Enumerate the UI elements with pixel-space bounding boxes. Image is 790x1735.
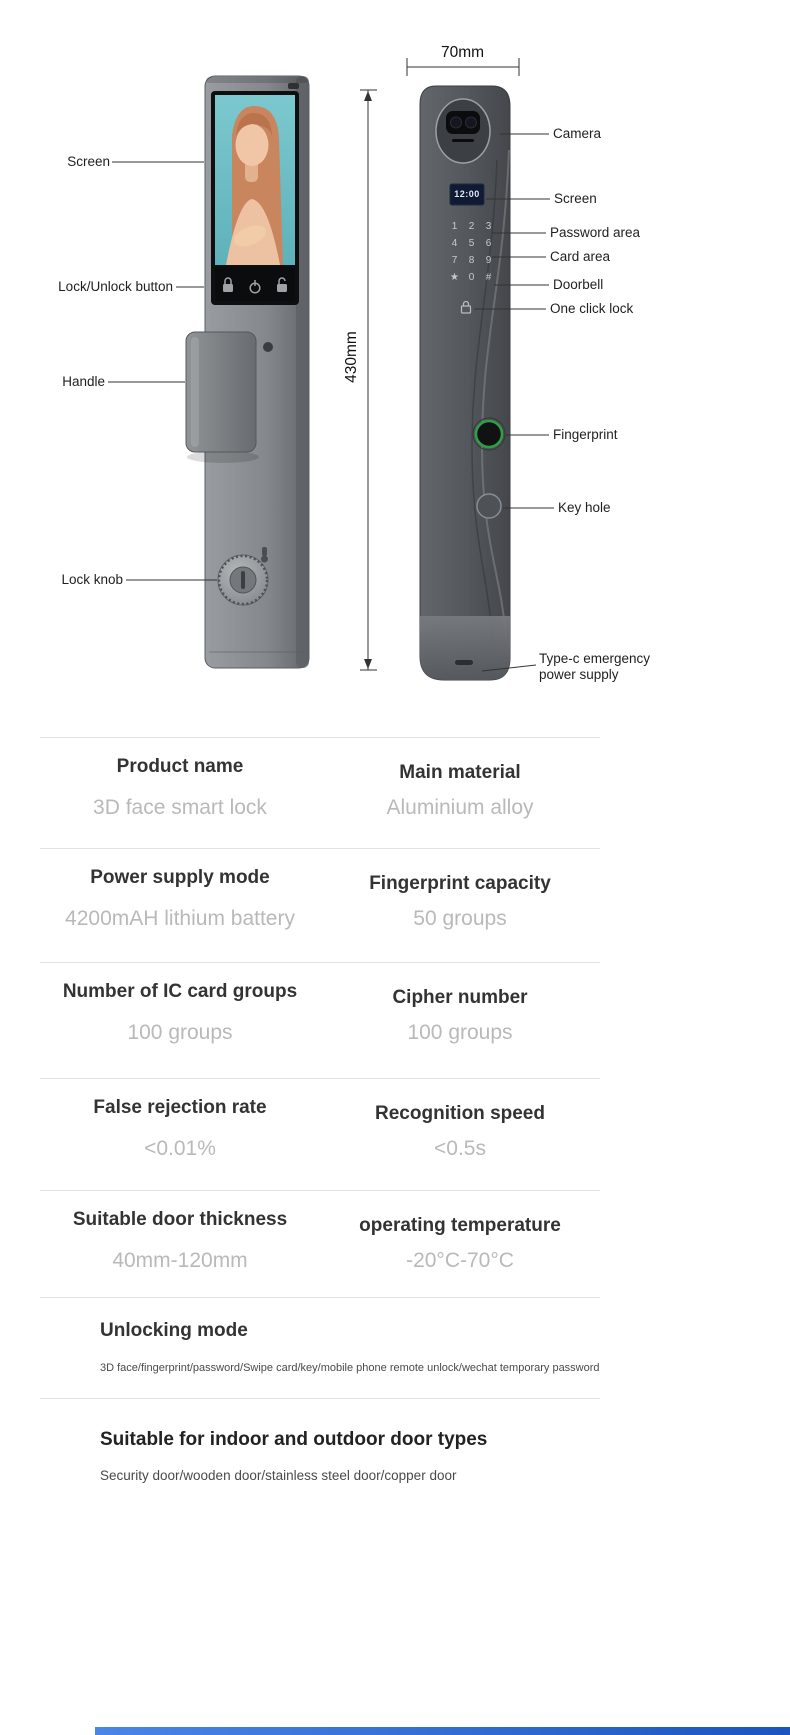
keypad-key-1: 1 [451,221,458,232]
spec-cell: Recognition speed <0.5s [320,1079,600,1190]
keypad-key-hash: # [485,272,492,283]
keypad-key-3: 3 [485,221,492,232]
callout-fingerprint: Fingerprint [553,427,618,442]
spec-row-ic-card: Number of IC card groups 100 groups Ciph… [40,962,600,1078]
callout-type-c: Type-c emergency power supply [539,651,651,682]
spec-label-door-thickness: Suitable door thickness [72,1209,288,1230]
spec-value-main-material: Aluminium alloy [386,796,534,819]
spec-label-operating-temperature: operating temperature [359,1215,561,1236]
keypad-key-8: 8 [468,255,475,266]
spec-label-main-material: Main material [399,762,521,783]
spec-value-operating-temperature: -20°C-70°C [406,1249,514,1272]
spec-label-recognition-speed: Recognition speed [375,1103,545,1124]
keypad-key-6: 6 [485,238,492,249]
spec-label-product-name: Product name [116,756,244,777]
spec-cell: Fingerprint capacity 50 groups [320,849,600,962]
lock-devices-drawing [108,58,554,681]
one-click-lock-icon [460,300,472,314]
spec-value-false-rejection: <0.01% [144,1137,216,1160]
keypad-key-4: 4 [451,238,458,249]
screen-portrait [226,106,283,265]
spec-cell: Number of IC card groups 100 groups [40,963,320,1078]
handle-shape [185,331,257,453]
callout-password-area: Password area [550,225,641,240]
spec-row-product: Product name 3D face smart lock Main mat… [40,737,600,848]
callout-lines [108,133,554,672]
spec-value-door-thickness: 40mm-120mm [112,1249,248,1272]
spec-label-cipher-number: Cipher number [392,987,528,1008]
spec-label-ic-card-groups: Number of IC card groups [62,981,298,1002]
keypad-key-5: 5 [468,238,475,249]
back-device [419,85,511,681]
callout-lock-knob: Lock knob [61,572,123,587]
spec-label-unlocking-mode: Unlocking mode [100,1320,248,1341]
lock-screen-time: 12:00 [454,189,480,199]
spec-cell: False rejection rate <0.01% [40,1079,320,1190]
callout-screen-front: Screen [67,154,110,169]
bottom-accent-bar [95,1727,790,1735]
illustration-section: 70mm 430mm Screen Lock/Unlock button Han… [0,0,790,710]
spec-label-fingerprint-capacity: Fingerprint capacity [369,873,551,894]
power-icon [249,280,261,294]
spec-value-recognition-speed: <0.5s [434,1137,486,1160]
callout-lock-unlock-button: Lock/Unlock button [58,279,173,294]
dimension-width-label: 70mm [425,44,500,62]
spec-value-ic-card-groups: 100 groups [127,1021,233,1044]
spec-cell: Cipher number 100 groups [320,963,600,1078]
spec-label-power-supply: Power supply mode [90,867,270,888]
camera-module [435,98,491,164]
spec-table: Product name 3D face smart lock Main mat… [40,737,600,1520]
keypad-key-9: 9 [485,255,492,266]
keypad-key-0: 0 [468,272,475,283]
spec-cell: Power supply mode 4200mAH lithium batter… [40,849,320,962]
unlock-icon [277,277,287,292]
keypad: 1 2 3 4 5 6 7 8 9 ★ 0 # [446,218,497,286]
spec-cell: Product name 3D face smart lock [40,738,320,848]
key-hole-shape [476,493,502,519]
callout-handle: Handle [62,374,105,389]
spec-row-rejection: False rejection rate <0.01% Recognition … [40,1078,600,1190]
callout-doorbell: Doorbell [553,277,604,292]
spec-cell: Suitable door thickness 40mm-120mm [40,1191,320,1297]
spec-value-cipher-number: 100 groups [407,1021,513,1044]
keypad-key-star: ★ [450,272,459,283]
callout-camera: Camera [553,126,602,141]
dimension-height-label: 430mm [343,331,360,383]
spec-value-unlocking-mode: 3D face/fingerprint/password/Swipe card/… [100,1362,600,1374]
callout-card-area: Card area [550,249,611,264]
callout-one-click-lock: One click lock [550,301,634,316]
front-device [185,75,310,669]
keypad-key-2: 2 [468,221,475,232]
spec-label-door-types: Suitable for indoor and outdoor door typ… [100,1429,488,1450]
spec-row-thickness: Suitable door thickness 40mm-120mm opera… [40,1190,600,1297]
type-c-port-shape [455,660,473,665]
spec-row-unlocking-mode: Unlocking mode 3D face/fingerprint/passw… [40,1297,600,1398]
spec-value-product-name: 3D face smart lock [93,796,267,819]
spec-row-door-types: Suitable for indoor and outdoor door typ… [40,1398,600,1520]
spec-value-door-types: Security door/wooden door/stainless stee… [100,1468,457,1483]
spec-cell: Main material Aluminium alloy [320,738,600,848]
spec-row-power: Power supply mode 4200mAH lithium batter… [40,848,600,962]
lock-icon [223,277,233,292]
spec-value-fingerprint-capacity: 50 groups [413,907,507,930]
spec-cell: operating temperature -20°C-70°C [320,1191,600,1297]
callout-key-hole: Key hole [558,500,611,515]
lock-knob-shape [217,547,269,606]
fingerprint-reader [472,417,506,451]
time-screen-shape [449,183,485,206]
keypad-key-7: 7 [451,255,458,266]
callout-screen-back: Screen [554,191,597,206]
spec-label-false-rejection: False rejection rate [93,1097,267,1118]
dimension-lines [360,58,520,671]
spec-value-power-supply: 4200mAH lithium battery [65,907,295,930]
